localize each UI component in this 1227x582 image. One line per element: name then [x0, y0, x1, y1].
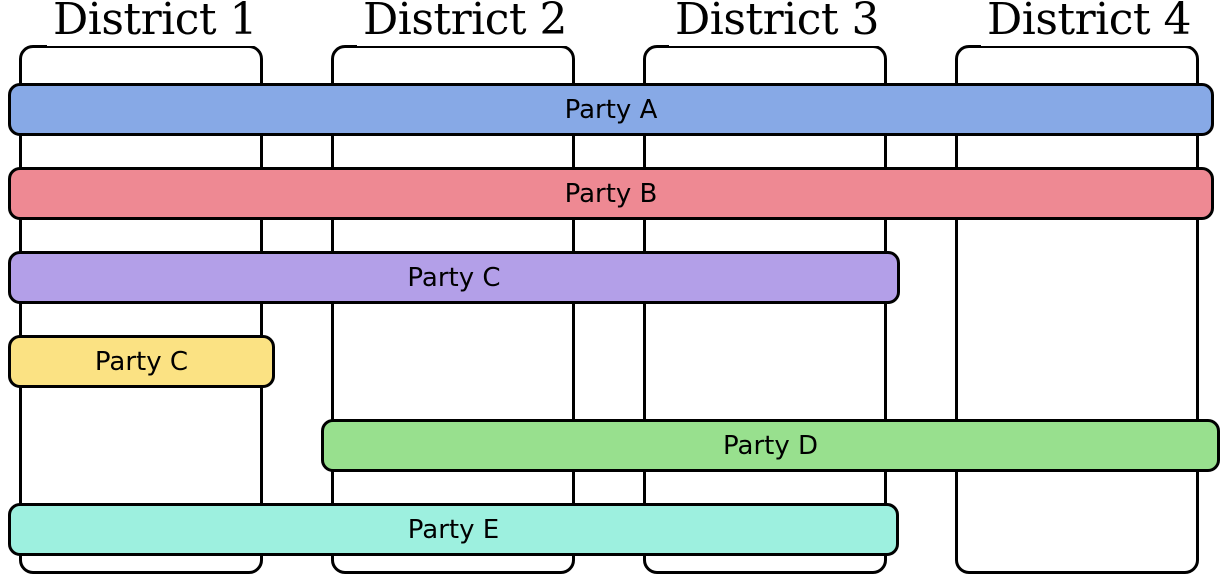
district-column-1	[19, 45, 263, 574]
district-title-1: District 1	[47, 0, 264, 46]
party-bar-a: Party A	[8, 83, 1214, 136]
district-title-4: District 4	[981, 0, 1198, 46]
party-bar-c-district-1: Party C	[8, 335, 275, 388]
district-column-2	[331, 45, 575, 574]
party-bar-e: Party E	[8, 503, 899, 556]
party-bar-c: Party C	[8, 251, 900, 304]
district-title-2: District 2	[357, 0, 574, 46]
district-column-4	[955, 45, 1199, 574]
party-bar-b: Party B	[8, 167, 1214, 220]
district-title-3: District 3	[669, 0, 886, 46]
party-bar-d: Party D	[321, 419, 1220, 472]
district-column-3	[643, 45, 887, 574]
